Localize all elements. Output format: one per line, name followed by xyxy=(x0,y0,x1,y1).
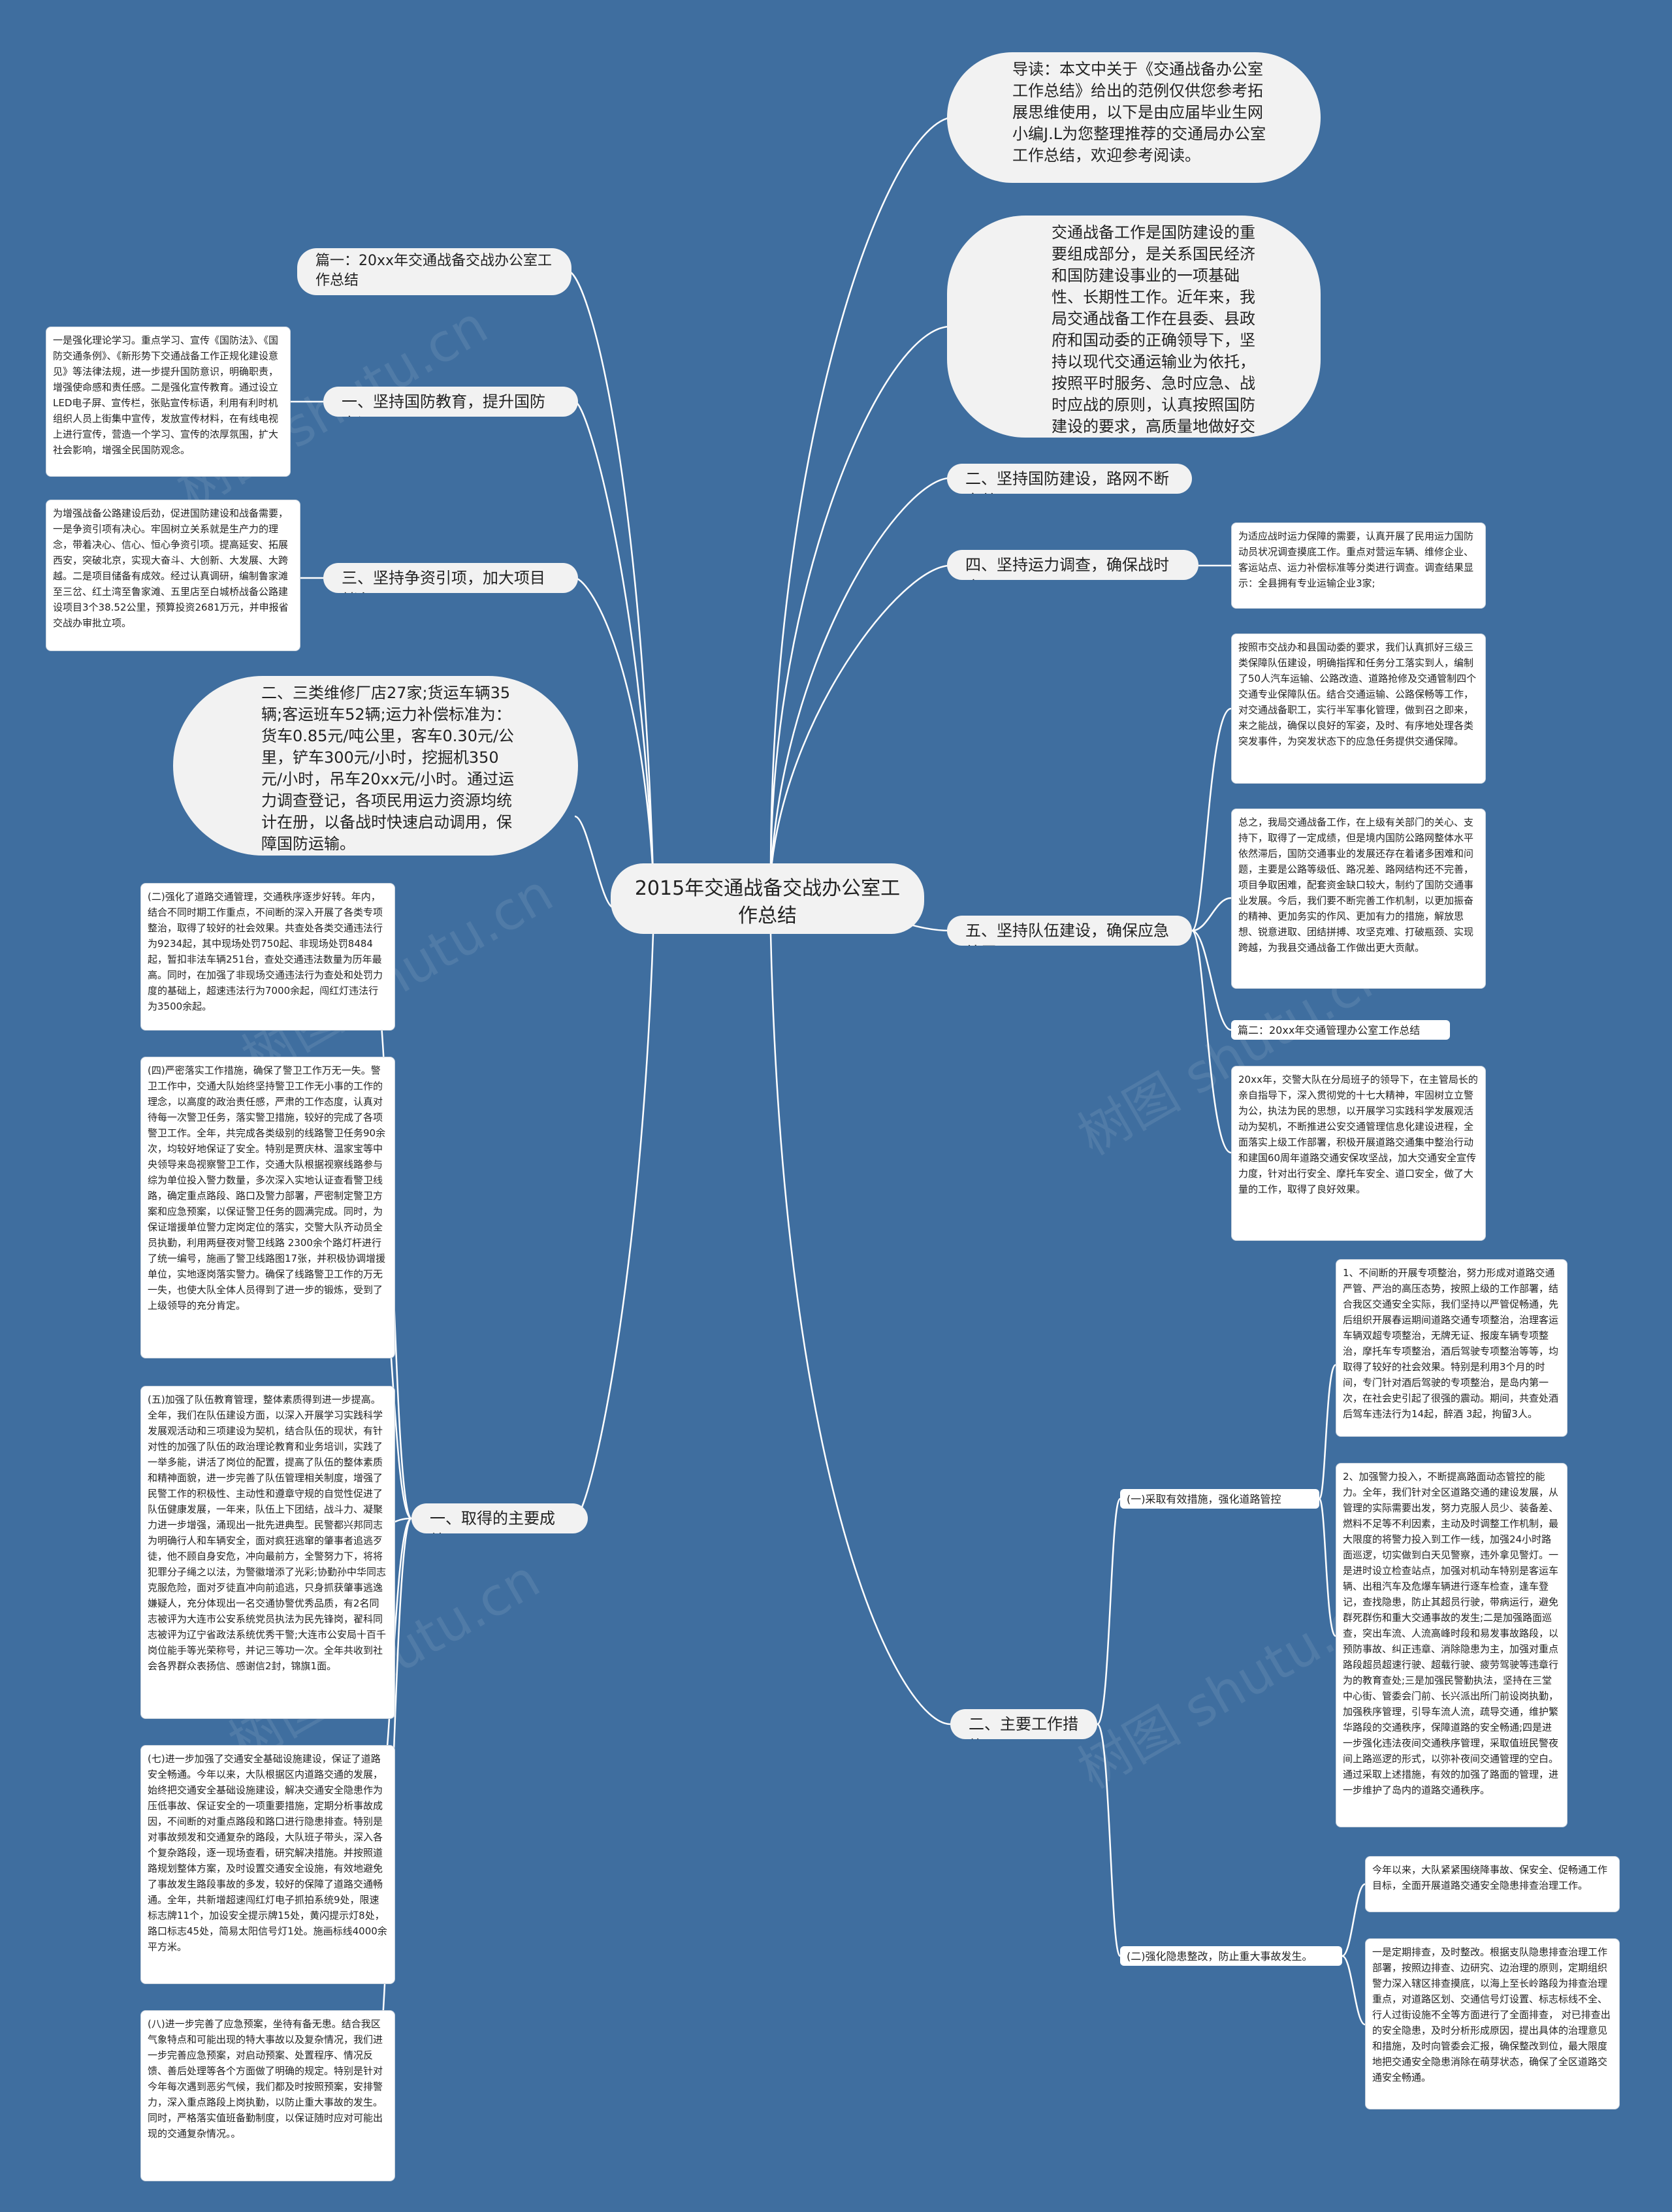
link-root-intro xyxy=(769,116,951,876)
link-root-main2 xyxy=(769,933,951,1725)
link-root-b3 xyxy=(574,577,654,876)
branch-defense-education[interactable]: 一、坚持国防教育，提升国防意识 xyxy=(323,387,578,417)
capacity-survey-text: 为适应战时运力保障的需要，认真开展了民用运力国防动员状况调查摸底工作。重点对营运… xyxy=(1231,522,1486,609)
team-building-text-4: 20xx年，交警大队在分局班子的领导下，在主管局长的亲自指导下，深入贯彻党的十七… xyxy=(1231,1066,1486,1241)
hazard-rectify-text-2: 一是定期排查，及时整改。根据支队隐患排查治理工作部署，按照边排查、边研究、边治理… xyxy=(1365,1938,1620,2109)
achievement-security-escort: (四)严密落实工作措施，确保了警卫工作万无一失。警卫工作中，交通大队始终坚持警卫… xyxy=(140,1057,395,1358)
link-root-b4 xyxy=(769,564,951,876)
branch-main-achievements[interactable]: 一、取得的主要成绩 xyxy=(411,1503,588,1533)
hazard-rectify-text-1: 今年以来，大队紧紧围绕降事故、保安全、促畅通工作目标，全面开展道路交通安全隐患排… xyxy=(1365,1856,1620,1912)
branch-defense-construction[interactable]: 二、坚持国防建设，路网不断完善 xyxy=(947,464,1192,494)
achievement-team-management: (五)加强了队伍教育管理，整体素质得到进一步提高。全年，我们在队伍建设方面，以深… xyxy=(140,1386,395,1719)
team-building-text-2: 总之，我局交通战备工作，在上级有关部门的关心、支持下，取得了一定成绩，但是境内国… xyxy=(1231,809,1486,989)
link-main2-a xyxy=(1096,1498,1121,1725)
link-b5-t1 xyxy=(1191,707,1232,932)
branch-team-building[interactable]: 五、坚持队伍建设，确保应急处置 xyxy=(947,916,1192,946)
link-root-b2 xyxy=(769,477,951,876)
link-root-bubble2 xyxy=(574,815,615,909)
road-control-text-2: 2、加强警力投入，不断提高路面动态管控的能力。全年，我们针对全区道路交通的建设发… xyxy=(1336,1463,1568,1827)
link-root-overview xyxy=(769,325,951,876)
link-b5-t3 xyxy=(1191,929,1232,1031)
intro-bubble[interactable]: 导读：本文中关于《交通战备办公室工作总结》给出的范例仅供您参考拓展思维使用，以下… xyxy=(947,52,1321,183)
capacity-detail-bubble[interactable]: 二、三类维修厂店27家;货运车辆35辆;客运班车52辆;运力补偿标准为：货车0.… xyxy=(173,676,578,856)
measure-hazard-rectify[interactable]: (二)强化隐患整改，防止重大事故发生。 xyxy=(1120,1946,1342,1966)
branch-project-funding[interactable]: 三、坚持争资引项，加大项目储备 xyxy=(323,563,578,593)
link-b-b2 xyxy=(1342,1955,1366,2026)
link-a-a2 xyxy=(1318,1498,1337,1637)
measure-road-control[interactable]: (一)采取有效措施，强化道路管控 xyxy=(1120,1489,1319,1509)
root-topic[interactable]: 2015年交通战备交战办公室工作总结 xyxy=(611,863,924,934)
defense-education-text: 一是强化理论学习。重点学习、宣传《国防法》、《国防交通条例》、《新形势下交通战备… xyxy=(46,327,291,477)
team-building-text-1: 按照市交战办和县国动委的要求，我们认真抓好三级三类保障队伍建设，明确指挥和任务分… xyxy=(1231,633,1486,784)
road-control-text-1: 1、不间断的开展专项整治，努力形成对道路交通严管、严治的高压态势，按照上级的工作… xyxy=(1336,1259,1568,1437)
branch-capacity-survey[interactable]: 四、坚持运力调查，确保战时应用 xyxy=(947,550,1198,580)
achievement-emergency-plan: (八)进一步完善了应急预案，坐待有备无患。结合我区气象特点和可能出现的特大事故以… xyxy=(140,2010,395,2181)
link-root-title1 xyxy=(568,270,654,876)
achievement-safety-facilities: (七)进一步加强了交通安全基础设施建设，保证了道路安全畅通。今年以来，大队根据区… xyxy=(140,1745,395,1984)
achievement-traffic-management: (二)强化了道路交通管理，交通秩序逐步好转。年内，结合不同时期工作重点，不间断的… xyxy=(140,883,395,1031)
link-b5-t4 xyxy=(1191,929,1232,1154)
link-root-main1 xyxy=(574,933,654,1520)
link-a-a1 xyxy=(1318,1364,1337,1500)
project-funding-text: 为增强战备公路建设后劲，促进国防建设和战备需要，一是争资引项有决心。牢固树立关系… xyxy=(46,500,300,651)
link-b5-t2 xyxy=(1191,897,1232,932)
article-one-title[interactable]: 篇一：20xx年交通战备交战办公室工作总结 xyxy=(297,248,571,295)
link-main2-b xyxy=(1096,1723,1121,1957)
link-root-b1 xyxy=(574,400,654,876)
branch-main-measures[interactable]: 二、主要工作措施 xyxy=(950,1709,1097,1739)
link-b-b1 xyxy=(1342,1883,1366,1957)
overview-bubble[interactable]: 交通战备工作是国防建设的重要组成部分，是关系国民经济和国防建设事业的一项基础性、… xyxy=(947,216,1321,438)
article-two-title[interactable]: 篇二：20xx年交通管理办公室工作总结 xyxy=(1231,1020,1450,1040)
